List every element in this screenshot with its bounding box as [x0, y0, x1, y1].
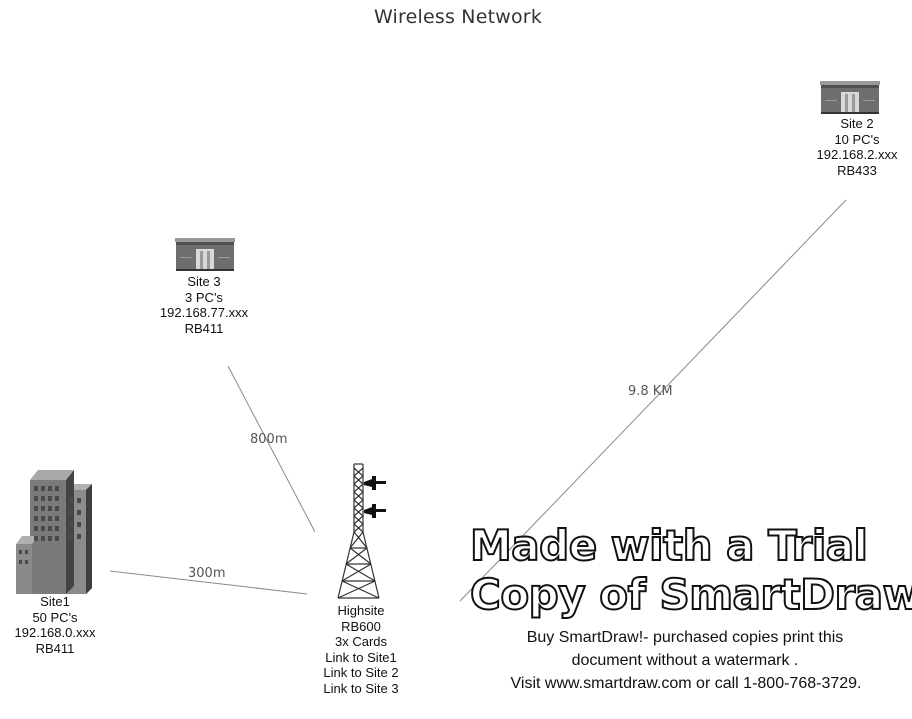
link-label-300m: 300m: [188, 566, 226, 581]
site1-name: Site1: [40, 594, 70, 609]
site3-pcs: 3 PC's: [185, 289, 223, 305]
office-building-icon: [16, 470, 92, 594]
watermark-note3: Visit www.smartdraw.com or call 1-800-76…: [510, 675, 862, 692]
site2-router: RB433: [837, 162, 877, 178]
highsite-router: RB600: [341, 618, 381, 634]
link-site3-highsite: [227, 365, 316, 533]
site3-label: Site 3 3 PC's 192.168.77.xxx RB411: [146, 274, 262, 336]
watermark-note1: Buy SmartDraw!- purchased copies print t…: [526, 629, 844, 646]
link-site2-highsite: [459, 199, 847, 602]
site2-name: Site 2: [840, 116, 874, 131]
watermark-line1: Made with a Trial: [469, 521, 869, 570]
site2-label: Site 2 10 PC's 192.168.2.xxx RB433: [800, 116, 912, 178]
highsite-link-site3: Link to Site 3: [323, 680, 399, 696]
site2-pcs: 10 PC's: [834, 131, 880, 147]
highsite-label: Highsite RB600 3x Cards Link to Site1 Li…: [306, 603, 416, 697]
diagram-title: Wireless Network: [373, 6, 543, 28]
site1-label: Site1 50 PC's 192.168.0.xxx RB411: [0, 594, 110, 656]
highsite-name: Highsite: [337, 603, 385, 618]
highsite-link-site1: Link to Site1: [325, 649, 397, 665]
site1-pcs: 50 PC's: [32, 609, 78, 625]
site3-subnet: 192.168.77.xxx: [159, 305, 249, 321]
small-building-icon: [175, 238, 235, 271]
site2-subnet: 192.168.2.xxx: [816, 147, 898, 163]
site1-router: RB411: [35, 640, 75, 656]
site3-router: RB411: [184, 320, 224, 336]
link-label-800m: 800m: [250, 432, 288, 447]
site1-subnet: 192.168.0.xxx: [14, 625, 96, 641]
small-building-icon: [820, 81, 880, 114]
watermark-line2: Copy of SmartDraw: [469, 570, 912, 619]
site3-name: Site 3: [187, 274, 221, 289]
link-site1-highsite: [109, 570, 308, 595]
watermark-note2: document without a watermark .: [571, 652, 799, 669]
link-label-9-8km: 9.8 KM: [628, 384, 673, 399]
highsite-cards: 3x Cards: [334, 634, 388, 650]
highsite-link-site2: Link to Site 2: [323, 665, 399, 681]
radio-tower-icon: [337, 463, 386, 599]
